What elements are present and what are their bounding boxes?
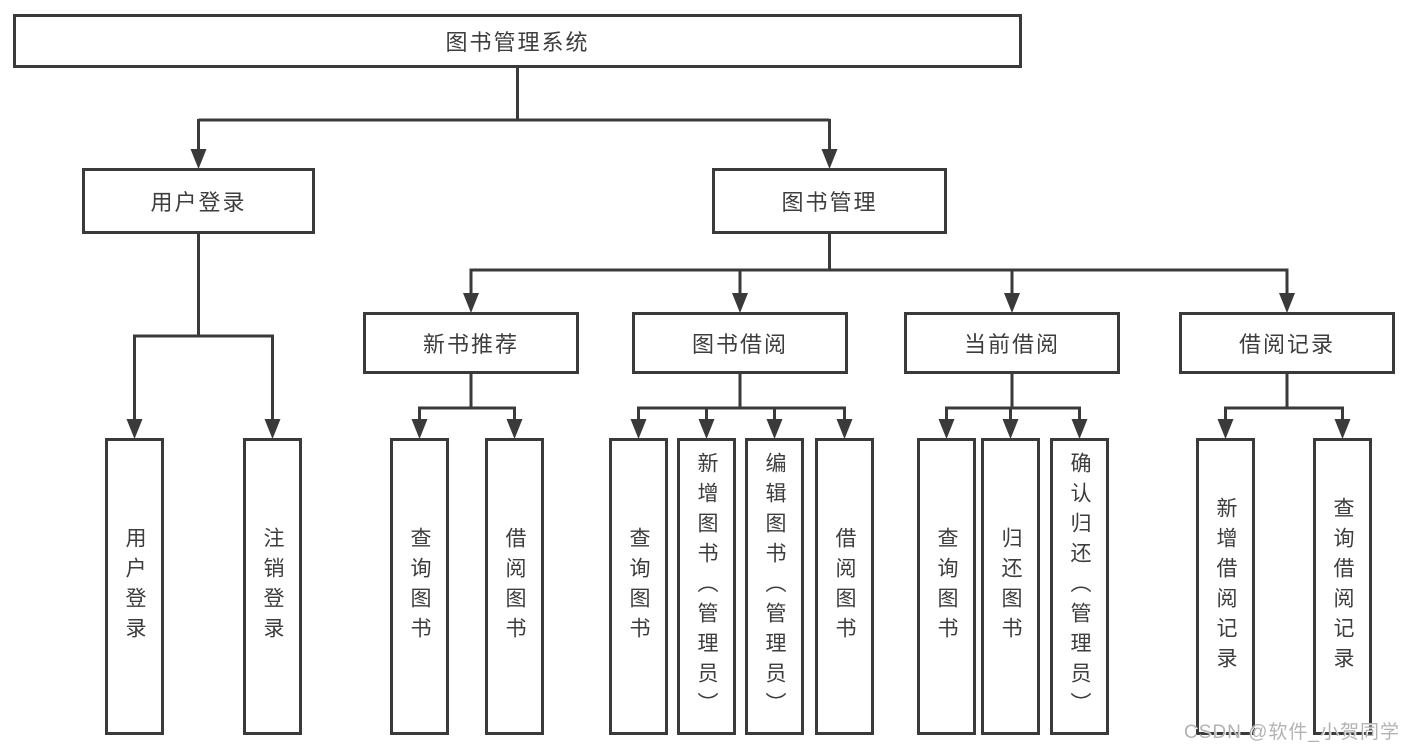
arrowhead: [1004, 293, 1020, 313]
node-borrow-records: 借阅记录: [1179, 312, 1395, 374]
leaf-query-borrow-record-label: 查询借阅记录: [1331, 496, 1354, 677]
node-book-management-label: 图书管理: [781, 190, 878, 215]
leaf-query-books-recommend: 查询图书: [390, 438, 449, 735]
leaf-return-book: 归还图书: [981, 438, 1040, 735]
arrowhead: [264, 419, 281, 439]
arrowhead: [126, 419, 143, 439]
arrowhead: [821, 149, 838, 169]
arrowhead: [938, 419, 955, 439]
node-user-login-label: 用户登录: [150, 190, 247, 215]
leaf-borrow-books-recommend-label: 借阅图书: [503, 526, 526, 647]
leaf-edit-book-admin-label: 编辑图书（管理员）: [763, 451, 786, 722]
connector-records-group: [1217, 374, 1351, 439]
leaf-confirm-return-admin-label: 确认归还（管理员）: [1068, 451, 1091, 722]
arrowhead: [766, 419, 783, 439]
arrowhead: [1217, 419, 1234, 439]
node-book-borrow: 图书借阅: [632, 312, 848, 374]
arrowhead: [190, 149, 207, 169]
leaf-add-book-admin: 新增图书（管理员）: [677, 438, 736, 735]
arrowhead: [732, 293, 748, 313]
node-root-label: 图书管理系统: [445, 30, 590, 55]
arrowhead: [411, 419, 428, 439]
arrowhead: [1071, 419, 1088, 439]
leaf-user-login: 用户登录: [105, 438, 164, 735]
leaf-borrow-books-label: 借阅图书: [833, 526, 856, 647]
node-borrow-records-label: 借阅记录: [1238, 332, 1335, 357]
arrowhead: [698, 419, 715, 439]
leaf-logout: 注销登录: [243, 438, 302, 735]
arrowhead: [506, 419, 523, 439]
leaf-return-book-label: 归还图书: [999, 526, 1022, 647]
node-book-borrow-label: 图书借阅: [691, 332, 788, 357]
leaf-borrow-books: 借阅图书: [815, 438, 874, 735]
arrowhead: [1334, 419, 1351, 439]
node-new-book-recommend: 新书推荐: [363, 312, 579, 374]
node-root: 图书管理系统: [13, 14, 1022, 68]
arrowhead: [1279, 293, 1295, 313]
node-new-book-recommend-label: 新书推荐: [422, 332, 519, 357]
leaf-query-books-current-label: 查询图书: [935, 526, 958, 647]
csdn-watermark: CSDN @软件_小贺同学: [1184, 722, 1400, 743]
leaf-edit-book-admin: 编辑图书（管理员）: [745, 438, 804, 735]
connector-current-group: [938, 374, 1088, 439]
leaf-add-borrow-record-label: 新增借阅记录: [1214, 496, 1237, 677]
arrowhead: [630, 419, 647, 439]
leaf-confirm-return-admin: 确认归还（管理员）: [1050, 438, 1109, 735]
leaf-user-login-label: 用户登录: [123, 526, 146, 647]
leaf-borrow-books-recommend: 借阅图书: [485, 438, 544, 735]
leaf-query-borrow-record: 查询借阅记录: [1313, 438, 1372, 735]
node-current-borrow: 当前借阅: [904, 312, 1120, 374]
arrowhead: [463, 293, 479, 313]
leaf-query-books-recommend-label: 查询图书: [408, 526, 431, 647]
leaf-add-book-admin-label: 新增图书（管理员）: [695, 451, 718, 722]
connector-root-to-level2: [190, 68, 838, 169]
connector-user-login-group: [126, 233, 281, 439]
connector-book-management-to-level3: [463, 234, 1295, 313]
node-user-login: 用户登录: [82, 168, 315, 234]
connector-borrow-group: [630, 373, 853, 439]
node-current-borrow-label: 当前借阅: [963, 332, 1060, 357]
arrowhead: [836, 419, 853, 439]
leaf-logout-label: 注销登录: [261, 526, 284, 647]
leaf-query-books-borrow-label: 查询图书: [627, 526, 650, 647]
leaf-query-books-current: 查询图书: [917, 438, 976, 735]
connector-recommend-group: [411, 374, 523, 439]
node-book-management: 图书管理: [712, 168, 947, 234]
arrowhead: [1002, 419, 1019, 439]
leaf-add-borrow-record: 新增借阅记录: [1196, 438, 1255, 735]
leaf-query-books-borrow: 查询图书: [609, 438, 668, 735]
